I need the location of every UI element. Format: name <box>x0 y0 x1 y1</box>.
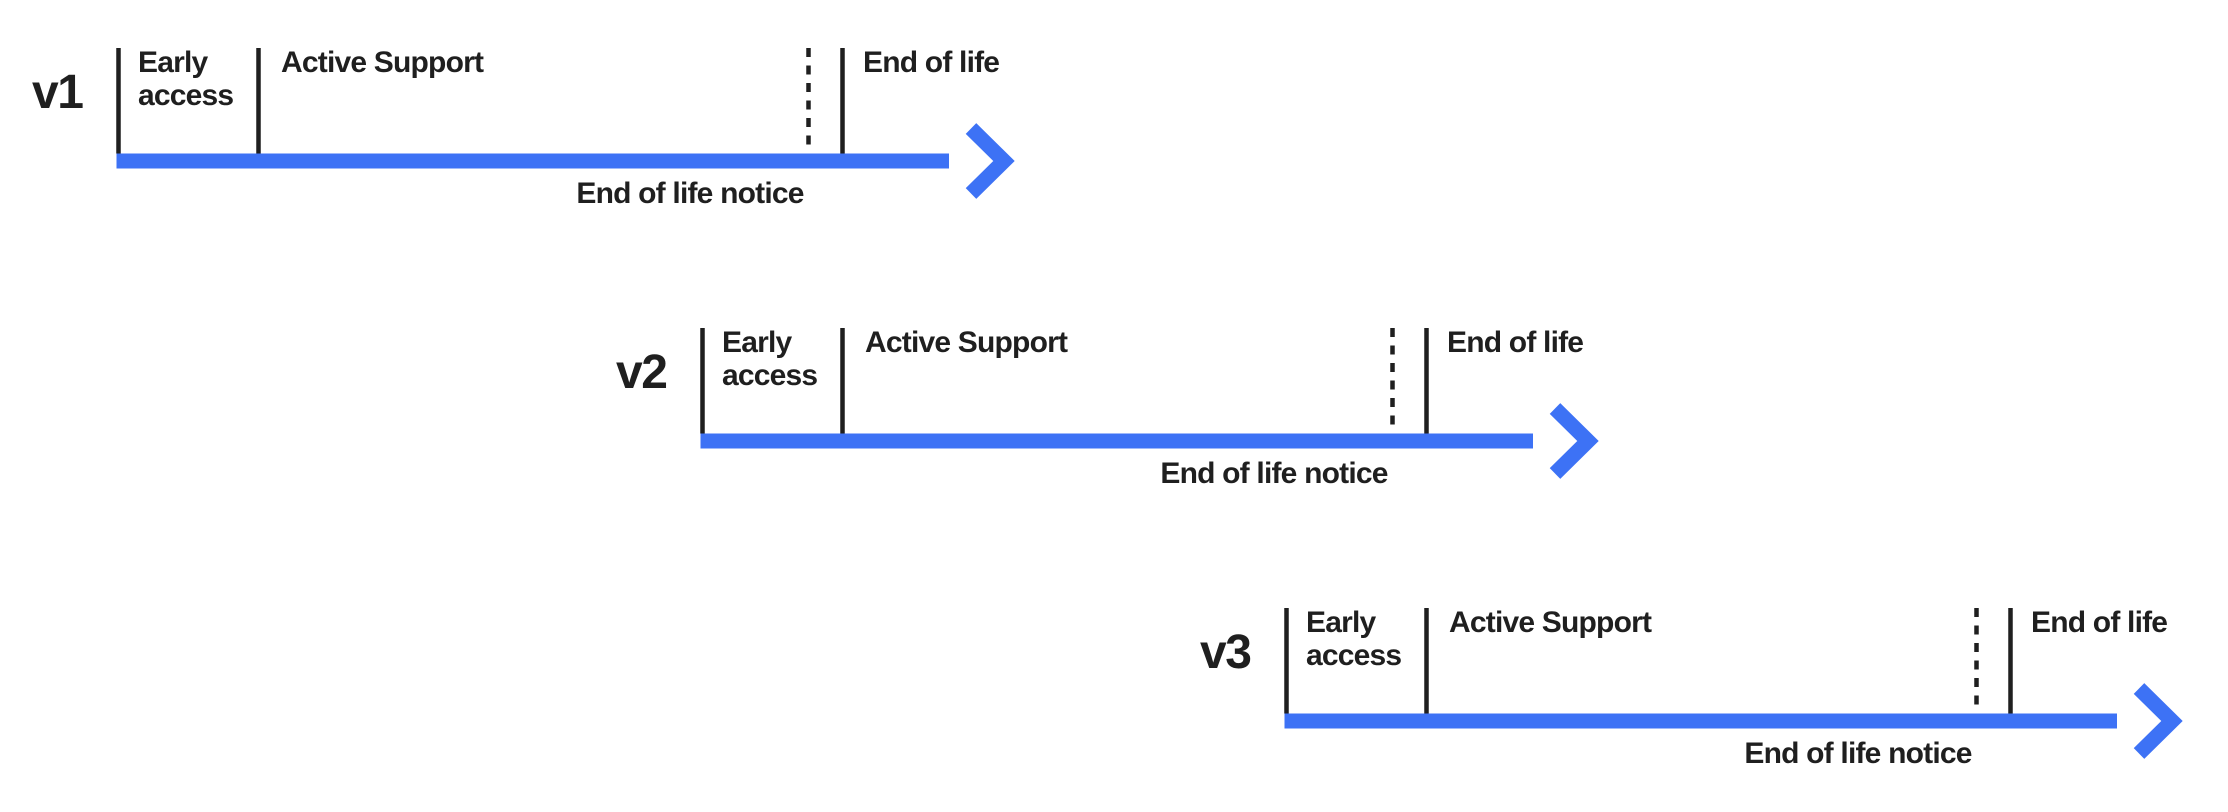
end-of-life-notice-label: End of life notice <box>1744 737 1971 770</box>
end-of-life-label: End of life <box>863 46 999 79</box>
timeline-arrowhead <box>2133 683 2183 759</box>
early-access-label-line2: access <box>1306 639 1401 672</box>
early-access-label-line1: Early <box>138 46 209 79</box>
version-label: v2 <box>616 346 666 399</box>
early-access-label-line2: access <box>722 359 817 392</box>
timeline-v1: v1 Early access Active Support End of li… <box>32 46 1015 210</box>
timeline-v2: v2 Early access Active Support End of li… <box>616 326 1599 490</box>
early-access-label-line1: Early <box>722 326 793 359</box>
active-support-label: Active Support <box>865 326 1068 359</box>
active-support-label: Active Support <box>1449 606 1652 639</box>
version-label: v1 <box>32 66 83 119</box>
timeline-arrowhead <box>965 123 1015 199</box>
end-of-life-notice-label: End of life notice <box>576 177 803 210</box>
version-label: v3 <box>1200 626 1250 679</box>
timeline-v3: v3 Early access Active Support End of li… <box>1200 606 2183 770</box>
early-access-label-line1: Early <box>1306 606 1377 639</box>
early-access-label-line2: access <box>138 79 233 112</box>
end-of-life-label: End of life <box>2031 606 2167 639</box>
end-of-life-notice-label: End of life notice <box>1160 457 1387 490</box>
end-of-life-label: End of life <box>1447 326 1583 359</box>
active-support-label: Active Support <box>281 46 484 79</box>
timeline-arrowhead <box>1549 403 1599 479</box>
